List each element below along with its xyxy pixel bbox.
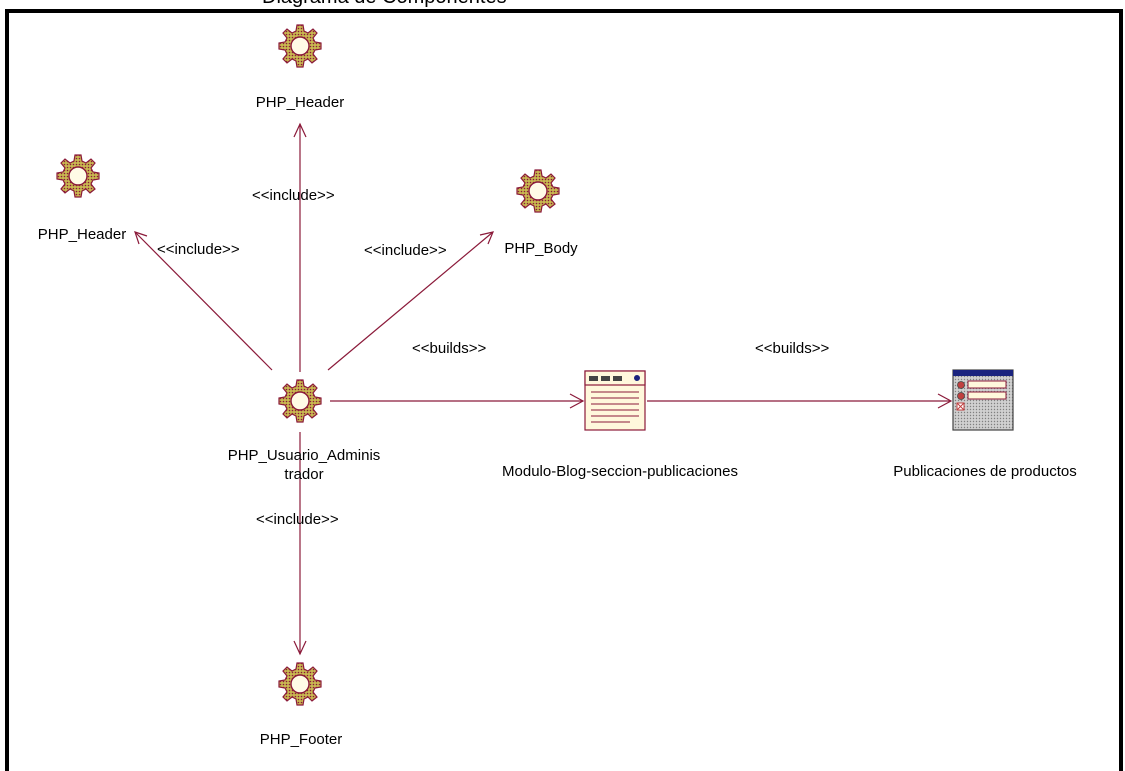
component-label-php-footer: PHP_Footer [259, 731, 343, 748]
stereotype-include-body: <<include>> [364, 242, 447, 259]
component-label-publicaciones: Publicaciones de productos [893, 463, 1077, 480]
stereotype-builds-publicaciones: <<builds>> [755, 340, 830, 357]
arrowhead-publicaciones [937, 393, 953, 409]
web-form-icon [952, 369, 1014, 431]
component-label-php-header-left: PHP_Header [37, 226, 127, 243]
component-label-php-header-top: PHP_Header [255, 94, 345, 111]
stereotype-builds-modulo: <<builds>> [412, 340, 487, 357]
component-label-php-usuario-administrador-line2: trador [284, 466, 324, 483]
stereotype-include-footer: <<include>> [256, 511, 339, 528]
arrowhead-body [479, 231, 495, 245]
stereotype-include-top: <<include>> [252, 187, 335, 204]
diagram-frame [5, 9, 1123, 771]
component-label-modulo-blog: Modulo-Blog-seccion-publicaciones [502, 463, 738, 480]
component-label-php-usuario-administrador-line1: PHP_Usuario_Adminis [227, 447, 381, 464]
gear-component-icon [278, 24, 322, 68]
gear-component-icon [56, 154, 100, 198]
arrowhead-modulo [569, 393, 585, 409]
stereotype-include-left: <<include>> [157, 241, 240, 258]
partial-header-text: Diagrama de Componentes [262, 0, 507, 9]
web-page-icon [584, 370, 646, 431]
arrowhead-footer [293, 640, 307, 656]
gear-component-icon [278, 662, 322, 706]
relation-lines [134, 122, 953, 656]
gear-component-icon [516, 169, 560, 213]
gear-component-icon [278, 379, 322, 423]
include-line-left-header [134, 231, 273, 371]
arrowhead-left-header [134, 231, 148, 245]
component-label-php-body: PHP_Body [504, 240, 578, 257]
include-line-body [327, 231, 494, 371]
arrowhead-top-header [293, 122, 307, 138]
partial-header: Diagrama de Componentes [0, 0, 1125, 10]
